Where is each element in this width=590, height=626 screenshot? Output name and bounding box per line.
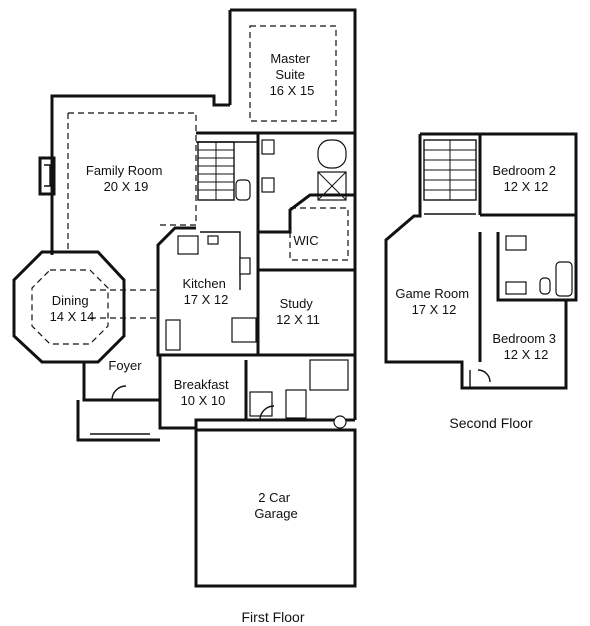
wic-name: WIC	[293, 233, 318, 248]
room-label-garage: 2 Car Garage	[254, 490, 297, 521]
dining-name: Dining	[52, 293, 89, 308]
second-floor-walls	[384, 132, 578, 390]
kitchen-name: Kitchen	[183, 276, 226, 291]
room-label-game-room: Game Room 17 X 12	[395, 286, 472, 317]
first-floor-caption: First Floor	[242, 609, 305, 625]
bedroom-2-size: 12 X 12	[504, 179, 549, 194]
garage-name-line2: Garage	[254, 506, 297, 521]
room-label-bedroom-2: Bedroom 2 12 X 12	[492, 163, 559, 194]
kitchen-size: 17 X 12	[184, 292, 229, 307]
room-label-bedroom-3: Bedroom 3 12 X 12	[492, 331, 559, 362]
second-floor-caption: Second Floor	[449, 415, 533, 431]
family-room-name: Family Room	[86, 163, 163, 178]
study-size: 12 X 11	[276, 312, 320, 327]
room-label-kitchen: Kitchen 17 X 12	[183, 276, 230, 307]
master-suite-name-line2: Suite	[275, 67, 305, 82]
room-label-breakfast: Breakfast 10 X 10	[174, 377, 233, 408]
first-floor-walls	[12, 8, 357, 588]
bedroom-3-name: Bedroom 3	[492, 331, 556, 346]
family-room-size: 20 X 19	[104, 179, 149, 194]
breakfast-name: Breakfast	[174, 377, 229, 392]
second-floor-room-labels: Bedroom 2 12 X 12 Game Room 17 X 12 Bedr…	[395, 163, 559, 431]
breakfast-size: 10 X 10	[181, 393, 226, 408]
bedroom-3-size: 12 X 12	[504, 347, 549, 362]
garage-name-line1: 2 Car	[258, 490, 290, 505]
game-room-name: Game Room	[395, 286, 469, 301]
game-room-size: 17 X 12	[412, 302, 457, 317]
study-name: Study	[280, 296, 314, 311]
foyer-name: Foyer	[108, 358, 142, 373]
master-suite-name-line1: Master	[270, 51, 310, 66]
stairs-second-floor	[423, 139, 477, 201]
master-suite-size: 16 X 15	[270, 83, 315, 98]
dining-size: 14 X 14	[50, 309, 95, 324]
room-label-wic: WIC	[293, 233, 318, 248]
room-label-foyer: Foyer	[108, 358, 142, 373]
room-label-dining: Dining 14 X 14	[50, 293, 95, 324]
room-label-master-suite: Master Suite 16 X 15	[270, 51, 315, 98]
first-floor-room-labels: Master Suite 16 X 15 Family Room 20 X 19…	[50, 51, 320, 625]
room-label-study: Study 12 X 11	[276, 296, 320, 327]
stairs-first-floor	[197, 141, 235, 201]
room-label-family-room: Family Room 20 X 19	[86, 163, 166, 194]
bedroom-2-name: Bedroom 2	[492, 163, 556, 178]
